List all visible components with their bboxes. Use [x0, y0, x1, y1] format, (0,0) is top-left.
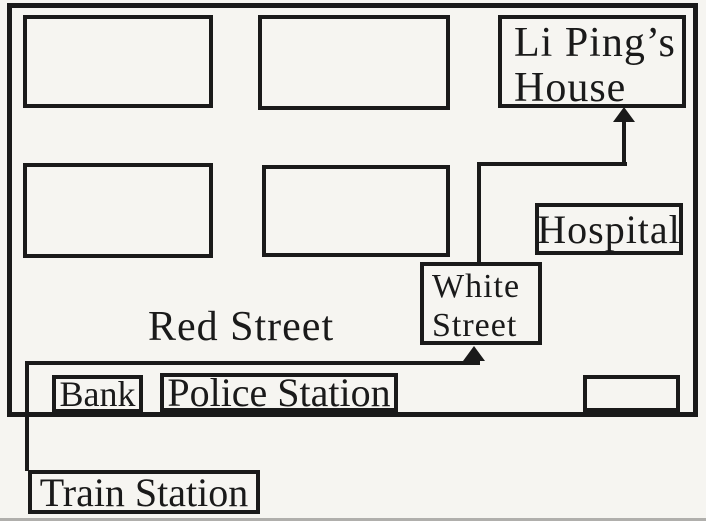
building-block-top-left	[23, 15, 213, 108]
hospital-label: Hospital	[537, 206, 681, 252]
white-street-label-line1: White	[432, 268, 521, 305]
liping-house-label-line1: Li Ping’s	[514, 20, 676, 66]
red-street-label: Red Street	[148, 304, 335, 350]
hospital-box: Hospital	[535, 203, 683, 255]
police-station-box: Police Station	[160, 370, 398, 415]
police-station-label: Police Station	[167, 370, 391, 415]
train-station-label: Train Station	[39, 469, 249, 515]
building-block-mid-middle	[262, 165, 450, 257]
train-station-box: Train Station	[28, 469, 260, 515]
arrow-up-icon-liping-house	[613, 107, 635, 122]
building-block-top-middle	[258, 15, 450, 110]
map-border	[7, 3, 698, 417]
route-line-along-red-street	[25, 361, 480, 365]
scan-shadow-bottom-edge	[0, 518, 706, 521]
liping-house-label-line2: House	[514, 65, 627, 111]
building-block-bottom-right	[583, 375, 680, 412]
white-street-box: White Street	[420, 262, 542, 345]
route-line-from-train-station	[25, 361, 29, 471]
bank-box: Bank	[52, 374, 143, 414]
arrow-up-icon-white-street	[463, 346, 485, 361]
building-block-mid-left	[23, 163, 213, 258]
route-arrow-shaft-house	[622, 120, 626, 165]
route-line-toward-house	[477, 162, 627, 166]
bank-label: Bank	[59, 374, 136, 414]
white-street-label-line2: Street	[432, 307, 518, 344]
route-line-up-white-street	[477, 162, 481, 264]
liping-house-box: Li Ping’s House	[498, 15, 686, 111]
